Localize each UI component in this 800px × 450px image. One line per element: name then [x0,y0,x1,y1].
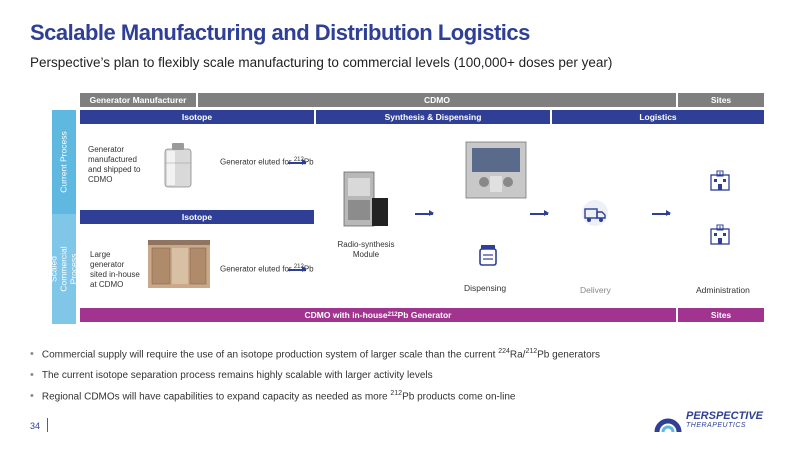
dispensing-icon [478,243,498,272]
arrow-icon [288,266,307,272]
dispensing-hot-cell-image [464,140,528,205]
dispensing-label: Dispensing [464,283,507,293]
logo-mark-icon [654,418,682,433]
scaled-generator-text: Large generator sited in-house at CDMO [90,250,140,289]
delivery-truck-icon [580,200,610,233]
scaled-eluted-text: Generator eluted for 212Pb [220,262,314,275]
large-generator-image [148,240,210,295]
current-eluted-label: Generator eluted for [220,157,294,167]
arrow-icon [652,210,671,216]
page-title: Scalable Manufacturing and Distribution … [30,20,530,45]
radio-synthesis-label: Radio-synthesis Module [337,240,395,259]
scaled-eluted-isotope: 212 [293,264,304,270]
header-sites: Sites [678,93,764,107]
hospital-icon [709,170,731,197]
header-cdmo: CDMO [198,93,676,107]
arrow-icon [288,159,307,165]
cdmo-generator-isotope: 212 [387,312,398,318]
header-generator-manufacturer: Generator Manufacturer [80,93,196,107]
bullet-text: Commercial supply will require the use o… [41,348,600,361]
company-logo: PERSPECTIVE THERAPEUTICS [654,408,763,434]
cdmo-generator-suffix: Pb Generator [397,310,452,320]
hospital-icon [709,224,731,251]
side-label-current-process: Current Process [52,110,76,214]
bottom-sites-bar: Sites [678,308,764,322]
page-separator [47,418,48,432]
administration-label: Administration [696,285,750,295]
bullet-dot-icon: • [30,390,34,403]
cdmo-generator-prefix: CDMO with in-house [304,310,388,320]
arrow-icon [415,210,434,216]
side-label-scaled-process: Scaled Commercial Process [49,214,79,324]
header-synthesis-dispensing: Synthesis & Dispensing [316,110,550,124]
middle-isotope-bar: Isotope [80,210,314,224]
logo-name: PERSPECTIVE [686,410,764,422]
arrow-icon [530,210,549,216]
scaled-eluted-label: Generator eluted for [220,264,294,274]
page-number: 34 [30,421,41,431]
bullet-text: Regional CDMOs will have capabilities to… [41,390,516,403]
header-isotope: Isotope [80,110,314,124]
bullet-dot-icon: • [30,369,34,382]
radio-synthesis-module-image [342,170,390,235]
header-logistics: Logistics [552,110,764,124]
bullet-list: • Commercial supply will require the use… [30,348,600,412]
side-label-current-text: Current Process [59,131,70,193]
current-eluted-text: Generator eluted for 212Pb [220,155,314,168]
side-label-scaled-text: Scaled Commercial Process [49,246,79,292]
current-generator-text: Generator manufactured and shipped to CD… [88,145,141,184]
current-eluted-isotope: 212 [293,157,304,163]
bullet-item: • Commercial supply will require the use… [30,348,600,360]
generator-canister-image [162,143,194,194]
bullet-dot-icon: • [30,348,34,361]
logo-tagline: THERAPEUTICS [686,422,747,429]
delivery-label: Delivery [580,285,611,295]
bullet-text: The current isotope separation process r… [41,369,433,381]
current-eluted-element: Pb [303,157,314,167]
page-subtitle: Perspective’s plan to flexibly scale man… [30,55,613,70]
bullet-item: • Regional CDMOs will have capabilities … [30,390,600,402]
scaled-eluted-element: Pb [303,264,314,274]
bullet-item: • The current isotope separation process… [30,369,600,381]
